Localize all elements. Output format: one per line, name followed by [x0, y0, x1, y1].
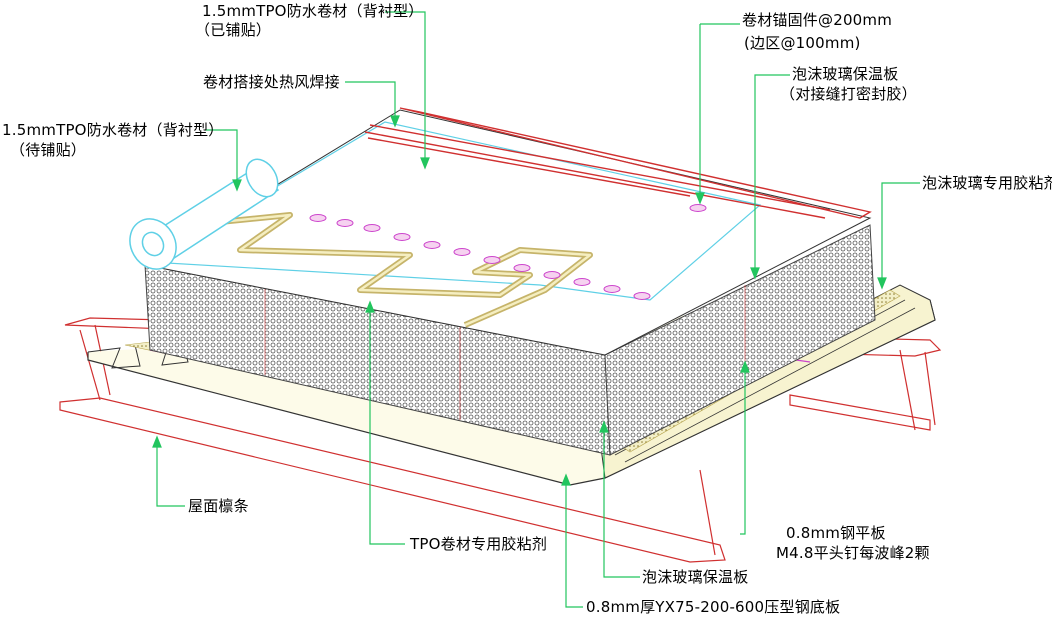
label-steel-flat-plate-line1: 0.8mm钢平板	[786, 524, 886, 542]
leader-lines	[152, 11, 920, 608]
label-anchor-line1: 卷材锚固件@200mm	[742, 11, 893, 29]
seam-weld-lines	[364, 107, 872, 219]
label-anchor-line2: (边区@100mm)	[744, 34, 861, 52]
membrane-roll	[129, 158, 280, 270]
label-seam-weld: 卷材搭接处热风焊接	[203, 73, 340, 91]
label-foam-glass-insulation: 泡沫玻璃保温板	[642, 568, 749, 586]
foam-glass-insulation-block	[144, 224, 876, 456]
roof-top-surface	[143, 109, 872, 356]
label-foam-glass-board-line1: 泡沫玻璃保温板	[792, 65, 899, 83]
label-foam-glass-adhesive: 泡沫玻璃专用胶粘剂	[922, 174, 1052, 192]
label-deck: 0.8mm厚YX75-200-600压型钢底板	[586, 598, 841, 616]
label-foam-glass-board-line2: （对接缝打密封胶）	[780, 85, 917, 103]
label-steel-flat-plate-line2: M4.8平头钉每波峰2颗	[776, 544, 930, 562]
label-tpo-to-lay-line1: 1.5mmTPO防水卷材（背衬型）	[2, 121, 224, 139]
label-purlin: 屋面檩条	[188, 497, 249, 515]
anchor-fasteners	[309, 204, 707, 300]
label-tpo-to-lay-line2: （待铺贴）	[10, 141, 87, 159]
label-tpo-laid-line1: 1.5mmTPO防水卷材（背衬型）	[202, 2, 424, 20]
label-tpo-laid-line2: （已铺贴）	[195, 21, 272, 39]
label-tpo-adhesive: TPO卷材专用胶粘剂	[410, 535, 548, 553]
